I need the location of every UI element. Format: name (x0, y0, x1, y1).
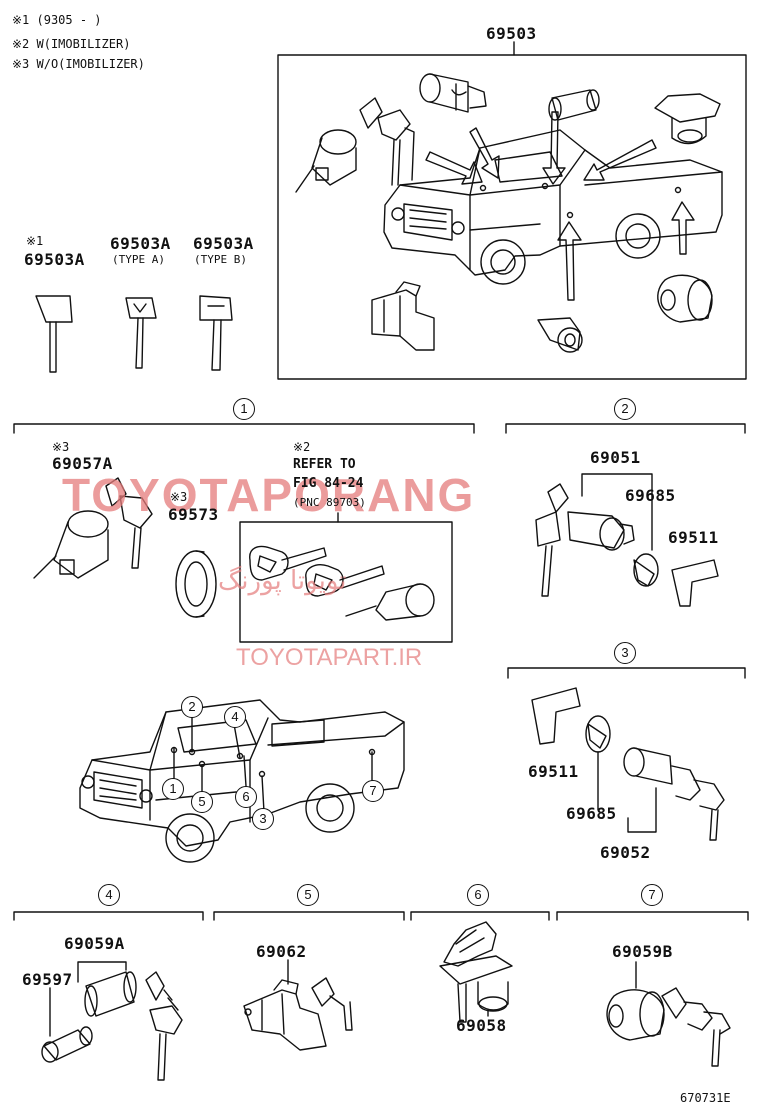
assembly-door-cylinder-drawing (419, 73, 487, 113)
vehicle-callout-4: 4 (224, 706, 246, 728)
s1-refer-line-2: FIG 84-24 (293, 476, 364, 491)
s3-drawings (531, 687, 725, 841)
s4-part-69597: 69597 (22, 970, 73, 989)
assembly-glovebox-lock-drawing (371, 281, 435, 351)
vehicle-callout-1: 1 (162, 778, 184, 800)
key-2-type: (TYPE A) (112, 253, 165, 266)
vehicle-callout-3: 3 (252, 808, 274, 830)
note-1: ※1 (9305 - ) (12, 13, 102, 27)
watermark-url: TOYOTAPART.IR (236, 644, 423, 671)
watermark-persian: تويوتا پورنگ (218, 566, 347, 596)
s2-part-69511: 69511 (668, 528, 719, 547)
section-3-marker: 3 (614, 642, 636, 664)
s2-part-69685: 69685 (625, 486, 676, 505)
key-type-a-drawing (125, 297, 157, 369)
vehicle-callout-2: 2 (181, 696, 203, 718)
note-3: ※3 W/O(IMOBILIZER) (12, 57, 145, 71)
key-type-1-drawing (35, 295, 73, 373)
s5-drawings (243, 959, 353, 1051)
section-brackets (13, 423, 749, 921)
s1-ignition-cylinder-drawing (33, 477, 153, 579)
section-6-marker: 6 (467, 884, 489, 906)
s1-69057a-mark: ※3 (52, 440, 70, 454)
assembly-fuel-lock-drawing (654, 93, 721, 145)
s6-drawings (439, 921, 513, 1023)
key-type-b-drawing (199, 295, 233, 371)
section-5-marker: 5 (297, 884, 319, 906)
key-3-type: (TYPE B) (194, 253, 247, 266)
assembly-backdoor-lock-drawing (657, 274, 713, 323)
vehicle-callout-7: 7 (362, 780, 384, 802)
key-1-part-number: 69503A (24, 250, 85, 269)
s1-ring-drawing (175, 550, 217, 618)
assembly-truck-drawing (383, 129, 723, 285)
section-1-marker: 1 (233, 398, 255, 420)
s2-part-69051: 69051 (590, 448, 641, 467)
s4-drawings (41, 961, 183, 1081)
watermark-latin: TOYOTAPORANG (62, 469, 476, 521)
s3-part-69685: 69685 (566, 804, 617, 823)
s1-reference-box (239, 512, 453, 643)
s3-part-69052: 69052 (600, 843, 651, 862)
vehicle-callout-6: 6 (235, 786, 257, 808)
s7-part-69059b: 69059B (612, 942, 673, 961)
s1-69573-part-number: 69573 (168, 505, 219, 524)
s2-drawings (535, 473, 719, 607)
section-2-marker: 2 (614, 398, 636, 420)
key-3-part-number: 69503A (193, 234, 254, 253)
s3-part-69511: 69511 (528, 762, 579, 781)
note-2: ※2 W(IMOBILIZER) (12, 37, 131, 51)
s1-refer-line-3: (PNC 89703) (293, 496, 366, 509)
assembly-arrows (425, 111, 695, 301)
key-2-part-number: 69503A (110, 234, 171, 253)
section-4-marker: 4 (98, 884, 120, 906)
vehicle-callout-5: 5 (191, 791, 213, 813)
s4-part-69059a: 69059A (64, 934, 125, 953)
assembly-ignition-cylinder-drawing (295, 97, 415, 193)
s1-69573-mark: ※3 (170, 490, 188, 504)
s1-69057a-part-number: 69057A (52, 454, 113, 473)
assembly-part-number: 69503 (486, 24, 537, 43)
section-7-marker: 7 (641, 884, 663, 906)
assembly-box (277, 41, 747, 380)
assembly-door-cylinder-lower-drawing (537, 317, 583, 353)
assembly-barrel-drawing (548, 89, 600, 121)
drawing-code: 670731E (680, 1091, 731, 1105)
s1-refer-mark: ※2 (293, 440, 311, 454)
s7-drawings (606, 961, 731, 1067)
s1-refer-line-1: REFER TO (293, 457, 356, 472)
s6-part-69058: 69058 (456, 1016, 507, 1035)
s5-part-69062: 69062 (256, 942, 307, 961)
key-1-mark: ※1 (26, 234, 44, 248)
